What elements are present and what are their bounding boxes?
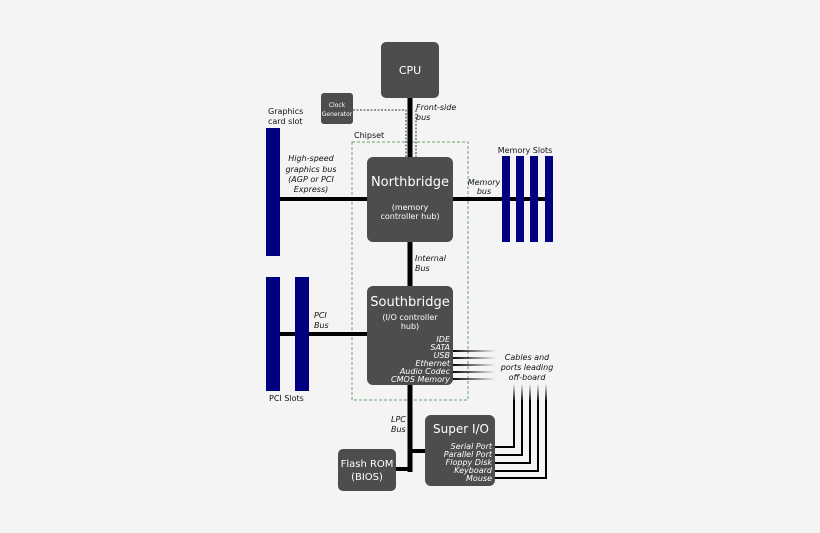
graphics-bus-label-2: graphics bus <box>285 165 336 174</box>
pci-slot <box>295 277 309 391</box>
graphics-slot-label-1: Graphics <box>268 107 303 116</box>
southbridge-port-lines <box>452 350 496 380</box>
memory-bus-label-1: Memory <box>468 178 501 187</box>
flash-rom-line2: (BIOS) <box>351 472 383 483</box>
lpc-bus-label-2: Bus <box>391 425 406 434</box>
graphics-slot-label-2: card slot <box>268 117 303 126</box>
superio-port-fades <box>513 384 547 402</box>
memory-slot <box>516 156 524 242</box>
southbridge-title: Southbridge <box>370 295 450 310</box>
clock-signal-line <box>353 109 407 157</box>
cables-note-3: off-board <box>509 373 547 382</box>
northbridge-block: Northbridge (memory controller hub) <box>367 157 453 242</box>
southbridge-sub1: (I/O controller <box>382 313 438 322</box>
cables-note-2: ports leading <box>500 363 554 372</box>
southbridge-sub2: hub) <box>401 322 419 331</box>
super-io-title: Super I/O <box>433 422 489 436</box>
southbridge-port-ide: IDE <box>436 335 451 344</box>
chipset-label: Chipset <box>354 131 384 140</box>
memory-slots-label: Memory Slots <box>498 146 553 155</box>
pci-slot <box>266 277 280 391</box>
cpu-block: CPU <box>381 42 439 98</box>
super-io-port-serial: Serial Port <box>451 442 493 451</box>
internal-bus-label-1: Internal <box>415 254 447 263</box>
super-io-port-mouse: Mouse <box>466 474 492 483</box>
front-side-bus-label-1: Front-side <box>416 103 456 112</box>
memory-bus-label-2: bus <box>477 187 491 196</box>
lpc-bus-label-1: LPC <box>391 415 406 424</box>
southbridge-port-audio: Audio Codec <box>399 367 451 376</box>
flash-rom-line1: Flash ROM <box>341 459 394 470</box>
southbridge-port-ethernet: Ethernet <box>415 359 450 368</box>
flash-rom-block: Flash ROM (BIOS) <box>338 449 396 491</box>
superio-port-lines <box>493 400 547 479</box>
front-side-bus-label-2: bus <box>416 113 430 122</box>
internal-bus-label-2: Bus <box>415 264 430 273</box>
super-io-port-parallel: Parallel Port <box>444 450 493 459</box>
cpu-label: CPU <box>399 64 421 77</box>
graphics-bus-label-4: Express) <box>294 185 329 194</box>
super-io-port-floppy: Floppy Disk <box>446 458 493 467</box>
pci-slots-label: PCI Slots <box>269 394 304 403</box>
southbridge-port-usb: USB <box>434 351 450 360</box>
cables-note-1: Cables and <box>505 353 550 362</box>
clock-generator-block: Clock Generator <box>321 93 353 124</box>
northbridge-sub2: controller hub) <box>380 212 439 221</box>
southbridge-block: Southbridge (I/O controller hub) IDE SAT… <box>367 286 453 385</box>
super-io-port-keyboard: Keyboard <box>454 466 493 475</box>
memory-slot <box>502 156 510 242</box>
memory-slots <box>502 156 553 242</box>
northbridge-title: Northbridge <box>371 175 449 190</box>
southbridge-port-sata: SATA <box>430 343 450 352</box>
graphics-card-slot <box>266 128 280 256</box>
memory-slot <box>530 156 538 242</box>
pci-bus-label-2: Bus <box>314 321 329 330</box>
super-io-block: Super I/O Serial Port Parallel Port Flop… <box>425 415 495 486</box>
clock-generator-line1: Clock <box>329 102 346 109</box>
memory-slot <box>545 156 553 242</box>
clock-generator-line2: Generator <box>322 111 353 118</box>
graphics-bus-label-1: High-speed <box>288 154 334 163</box>
northbridge-sub1: (memory <box>392 203 429 212</box>
graphics-bus-label-3: (AGP or PCI <box>288 175 334 184</box>
pci-slots <box>266 277 309 391</box>
pci-bus-label-1: PCI <box>314 311 327 320</box>
southbridge-port-cmos: CMOS Memory <box>391 375 450 384</box>
